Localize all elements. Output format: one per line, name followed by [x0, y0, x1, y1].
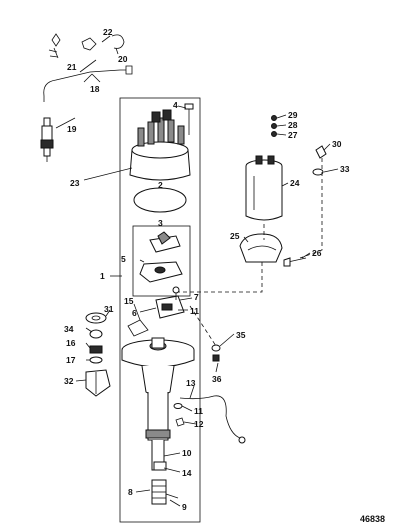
- callout-36: 36: [212, 374, 222, 384]
- clamp-parts: [85, 312, 111, 397]
- figure-number: 46838: [360, 514, 385, 524]
- callout-21: 21: [67, 62, 77, 72]
- cap-screw: [184, 103, 194, 135]
- callout-22: 22: [103, 27, 113, 37]
- wire-clips: [48, 33, 125, 59]
- ground-wire: [179, 395, 246, 444]
- callout-11b: 11: [194, 406, 203, 416]
- spark-plug: [40, 117, 54, 162]
- callout-33: 33: [340, 164, 350, 174]
- callout-29: 29: [288, 110, 298, 120]
- distributor-cap: [129, 109, 191, 181]
- callout-34: 34: [64, 324, 74, 334]
- callout-10: 10: [182, 448, 192, 458]
- assembly-dash-lines: [178, 158, 323, 347]
- drive-gear: [151, 479, 179, 505]
- coil-terminal-parts: [312, 145, 327, 176]
- callout-18: 18: [90, 84, 100, 94]
- callout-13: 13: [186, 378, 196, 388]
- callout-3: 3: [158, 218, 163, 228]
- coil-bracket: [239, 233, 283, 263]
- callout-8: 8: [128, 487, 133, 497]
- cap-gasket: [133, 187, 187, 213]
- rotor-kit: [132, 225, 191, 297]
- coil-hardware: [271, 115, 277, 137]
- callout-19: 19: [67, 124, 77, 134]
- callout-7: 7: [194, 292, 199, 302]
- callout-32: 32: [64, 376, 74, 386]
- callout-30: 30: [332, 139, 342, 149]
- callout-14: 14: [182, 468, 192, 478]
- callout-5: 5: [121, 254, 126, 264]
- coil-lead-wire: [43, 65, 133, 102]
- callout-23: 23: [70, 178, 80, 188]
- assembly-frame: [119, 97, 201, 523]
- callout-15: 15: [124, 296, 134, 306]
- callout-2: 2: [158, 180, 163, 190]
- callout-25: 25: [230, 231, 240, 241]
- ground-strap: [211, 344, 221, 362]
- callout-24: 24: [290, 178, 300, 188]
- callout-9: 9: [182, 502, 187, 512]
- callout-35: 35: [236, 330, 246, 340]
- callout-26: 26: [312, 248, 322, 258]
- coil-bracket-screw: [283, 257, 307, 267]
- distributor-housing: [121, 337, 195, 471]
- mount-bracket-plate: [127, 319, 149, 337]
- callout-6: 6: [132, 308, 137, 318]
- callout-16: 16: [66, 338, 76, 348]
- callout-28: 28: [288, 120, 298, 130]
- ignition-coil: [245, 155, 283, 221]
- small-washers: [153, 403, 185, 471]
- pickup-module: [155, 286, 185, 319]
- callout-1: 1: [100, 271, 105, 281]
- callout-31: 31: [104, 304, 114, 314]
- callout-11a: 11: [190, 306, 199, 316]
- callout-12: 12: [194, 419, 204, 429]
- leader-lines: [55, 35, 339, 507]
- callout-labels: 22 20 21 18 19 23 4 2 3 5 1 7 11 15 6 31…: [64, 27, 350, 512]
- callout-4: 4: [173, 100, 178, 110]
- callout-20: 20: [118, 54, 128, 64]
- callout-17: 17: [66, 355, 76, 365]
- callout-27: 27: [288, 130, 298, 140]
